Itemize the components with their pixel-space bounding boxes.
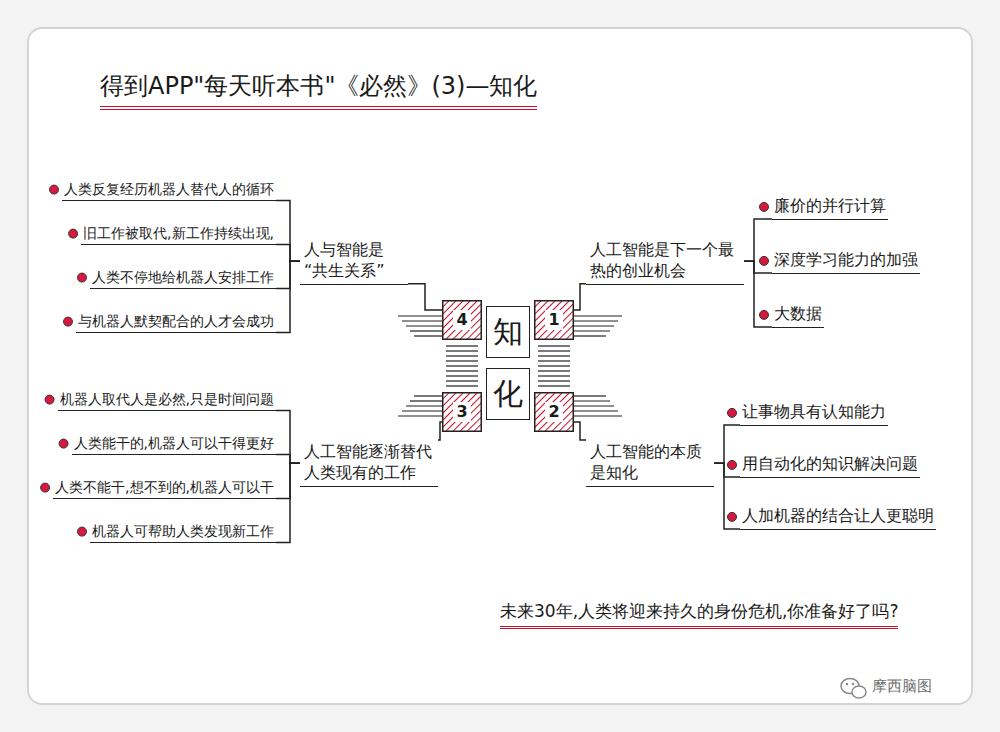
callout-number: 2 [545, 402, 562, 421]
bullet-dot [78, 273, 87, 282]
watermark: 摩西脑图 [872, 677, 932, 696]
leaf-topic: 与机器人默契配合的人才会成功 [76, 312, 276, 333]
number-square: 2 [534, 392, 574, 432]
number-square: 1 [534, 300, 574, 340]
leaf-text: 人类能干的,机器人可以干得更好 [74, 434, 274, 452]
bullet-dot [728, 408, 737, 417]
branch-topic: 人工智能是下一个最热的创业机会 [586, 238, 744, 285]
bullet-dot [50, 185, 59, 194]
bullet-dot [728, 512, 737, 521]
leaf-text: 人加机器的结合让人更聪明 [742, 506, 934, 527]
leaf-text: 机器人取代人是必然,只是时间问题 [60, 390, 274, 408]
leaf-topic: 用自动化的知识解决问题 [740, 454, 920, 478]
branch-topic: 人与智能是“共生关系” [300, 238, 408, 285]
title: 得到APP"每天听本书"《必然》(3)—知化 [100, 70, 537, 110]
branch-connector [408, 284, 442, 310]
leaf-topic: 机器人可帮助人类发现新工作 [90, 522, 276, 543]
center-character: 知 [493, 317, 523, 347]
leaf-topic: 旧工作被取代,新工作持续出现, [81, 224, 276, 245]
number-square: 4 [442, 300, 482, 340]
leaf-text: 与机器人默契配合的人才会成功 [78, 312, 274, 330]
leaf-topic: 人类反复经历机器人替代人的循环 [62, 180, 276, 201]
stripe-fan [398, 316, 622, 416]
bullet-dot [41, 483, 50, 492]
topic-text: 人工智能的本质是知化 [590, 442, 710, 484]
branch-connector [276, 463, 300, 542]
branch-connector [714, 463, 740, 529]
leaf-topic: 让事物具有认知能力 [740, 402, 888, 426]
leaf-topic: 机器人取代人是必然,只是时间问题 [58, 390, 276, 411]
leaf-topic: 大数据 [772, 304, 824, 328]
leaf-topic: 人类不能干,想不到的,机器人可以干 [53, 478, 276, 499]
leaf-text: 旧工作被取代,新工作持续出现, [83, 224, 274, 242]
branch-connector [744, 219, 772, 261]
bullet-dot [78, 527, 87, 536]
leaf-topic: 廉价的并行计算 [772, 196, 888, 220]
center-character-box: 化 [486, 368, 530, 420]
callout-number: 1 [545, 310, 562, 329]
card-frame [28, 28, 972, 704]
bullet-dot [45, 395, 54, 404]
branch-connector [276, 454, 300, 463]
leaf-text: 深度学习能力的加强 [774, 250, 918, 271]
bullet-dot [728, 460, 737, 469]
branch-connector [276, 261, 300, 288]
center-character-box: 知 [486, 306, 530, 358]
leaf-text: 机器人可帮助人类发现新工作 [92, 522, 274, 540]
branch-connector [744, 261, 772, 327]
topic-text: 人工智能逐渐替代人类现有的工作 [304, 442, 434, 484]
leaf-text: 人类反复经历机器人替代人的循环 [64, 180, 274, 198]
bullet-dot [760, 202, 769, 211]
topic-text: 人与智能是“共生关系” [304, 240, 404, 282]
bullet-dot [64, 317, 73, 326]
branch-connector [276, 200, 300, 261]
bullet-dot [760, 256, 769, 265]
topic-text: 人工智能是下一个最热的创业机会 [590, 240, 740, 282]
bullet-dot [760, 310, 769, 319]
branch-connector [574, 284, 586, 310]
center-character: 化 [493, 379, 523, 409]
number-square: 3 [442, 392, 482, 432]
callout-number: 4 [453, 310, 470, 329]
leaf-topic: 深度学习能力的加强 [772, 250, 920, 274]
branch-topic: 人工智能逐渐替代人类现有的工作 [300, 440, 438, 487]
leaf-text: 让事物具有认知能力 [742, 402, 886, 423]
leaf-text: 大数据 [774, 304, 822, 325]
branch-connector [714, 425, 740, 463]
branch-connector [574, 422, 586, 440]
wechat-icon [841, 679, 866, 699]
leaf-text: 人类不停地给机器人安排工作 [92, 268, 274, 286]
branch-connector [276, 261, 300, 332]
bullet-group [41, 185, 769, 536]
bullet-dot [69, 229, 78, 238]
callout-number: 3 [453, 402, 470, 421]
leaf-topic: 人类能干的,机器人可以干得更好 [72, 434, 276, 455]
branch-connector [438, 422, 442, 440]
branch-connector [276, 244, 300, 261]
connector-group [276, 200, 772, 542]
caption: 未来30年,人类将迎来持久的身份危机,你准备好了吗? [500, 600, 898, 629]
leaf-text: 廉价的并行计算 [774, 196, 886, 217]
leaf-text: 用自动化的知识解决问题 [742, 454, 918, 475]
branch-connector [276, 463, 300, 498]
branch-topic: 人工智能的本质是知化 [586, 440, 714, 487]
leaf-text: 人类不能干,想不到的,机器人可以干 [55, 478, 274, 496]
bullet-dot [59, 439, 68, 448]
branch-connector [276, 410, 300, 463]
leaf-topic: 人加机器的结合让人更聪明 [740, 506, 936, 530]
leaf-topic: 人类不停地给机器人安排工作 [90, 268, 276, 289]
